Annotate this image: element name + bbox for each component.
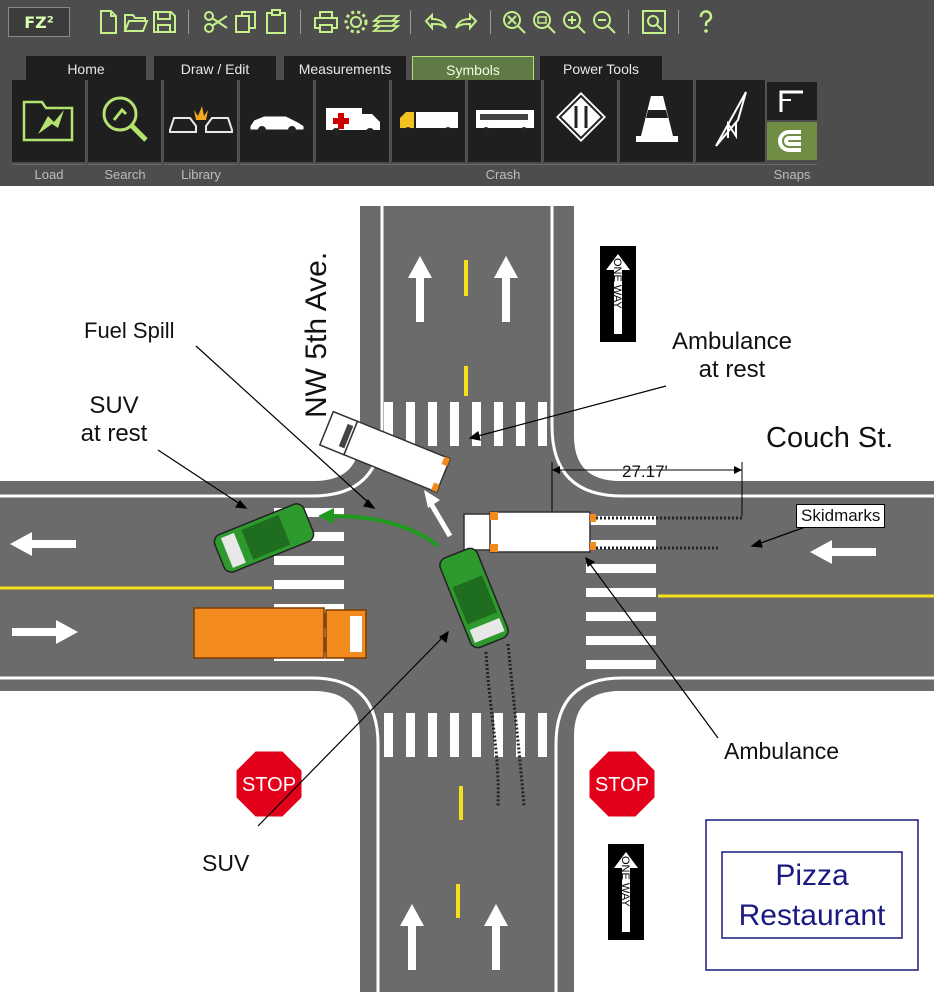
redo-icon[interactable] xyxy=(452,8,480,36)
stop-sign-left: STOP xyxy=(233,748,305,820)
group-label-search: Search xyxy=(88,164,162,185)
settings-icon[interactable] xyxy=(342,8,370,36)
cut-icon[interactable] xyxy=(202,8,230,36)
load-folder-icon[interactable] xyxy=(12,80,86,162)
box-truck[interactable] xyxy=(193,607,367,659)
suv-at-rest[interactable] xyxy=(212,501,316,574)
callout-suv[interactable]: SUV xyxy=(202,850,250,876)
help-icon[interactable] xyxy=(692,8,720,36)
suv[interactable] xyxy=(437,546,510,650)
zoom-in-icon[interactable] xyxy=(560,8,588,36)
callout-line: SUV xyxy=(89,392,139,419)
callout-ambulance-at-rest[interactable]: Ambulance at rest xyxy=(664,328,800,384)
business-label: Pizza Restaurant xyxy=(722,856,902,936)
toolbar-separator xyxy=(490,10,491,34)
one-way-text: ONE WAY xyxy=(619,856,631,907)
group-label-load: Load xyxy=(12,164,86,185)
zoom-fit-icon[interactable] xyxy=(500,8,528,36)
callout-skidmarks[interactable]: Skidmarks xyxy=(796,504,886,528)
callout-ambulance[interactable]: Ambulance xyxy=(724,738,840,764)
north-arrow-icon[interactable] xyxy=(696,80,766,162)
tab-measurements[interactable]: Measurements xyxy=(284,56,406,80)
ambulance-at-rest[interactable] xyxy=(318,410,452,494)
toolbar-separator xyxy=(410,10,411,34)
street-label-nw-5th-ave: NW 5th Ave. xyxy=(300,251,333,418)
group-label-snaps: Snaps xyxy=(767,164,817,185)
tab-home[interactable]: Home xyxy=(26,56,146,80)
zoom-window-icon[interactable] xyxy=(530,8,558,36)
group-label-crash: Crash xyxy=(240,164,766,185)
one-way-sign-top: ONE WAY xyxy=(600,246,636,342)
zoom-out-icon[interactable] xyxy=(590,8,618,36)
callout-suv-at-rest[interactable]: SUV at rest xyxy=(72,392,156,448)
ambulance-path-arrowhead xyxy=(424,490,440,508)
drawing-canvas[interactable]: STOP STOP ONE WAY ONE WAY xyxy=(0,186,934,992)
road-sign-icon[interactable] xyxy=(544,80,618,162)
tab-power-tools[interactable]: Power Tools xyxy=(540,56,662,80)
tab-draw-edit[interactable]: Draw / Edit xyxy=(154,56,276,80)
new-file-icon[interactable] xyxy=(94,8,122,36)
snap-corner-icon[interactable] xyxy=(767,82,817,120)
paste-icon[interactable] xyxy=(262,8,290,36)
toolbar: FZ² xyxy=(0,0,934,186)
callout-leaders xyxy=(157,345,809,827)
ambulance-path-arrow xyxy=(427,500,453,538)
group-label-library: Library xyxy=(164,164,238,185)
one-way-sign-bottom: ONE WAY xyxy=(608,844,644,940)
stop-sign-text: STOP xyxy=(595,774,649,796)
sedan-icon[interactable] xyxy=(240,80,314,162)
one-way-text: ONE WAY xyxy=(611,258,623,309)
toolbar-separator xyxy=(628,10,629,34)
open-folder-icon[interactable] xyxy=(122,8,150,36)
toolbar-separator xyxy=(678,10,679,34)
traffic-cone-icon[interactable] xyxy=(620,80,694,162)
ambulance-icon[interactable] xyxy=(316,80,390,162)
measurement-line[interactable] xyxy=(551,462,743,516)
pizza-restaurant xyxy=(705,819,919,971)
zoom-selection-icon[interactable] xyxy=(640,8,668,36)
bus-icon[interactable] xyxy=(468,80,542,162)
suv-path-arrow xyxy=(318,508,440,548)
business-line: Pizza xyxy=(775,859,849,892)
measurement-value: 27.17' xyxy=(622,462,668,481)
crash-library-icon[interactable] xyxy=(164,80,238,162)
undo-icon[interactable] xyxy=(422,8,450,36)
tab-symbols[interactable]: Symbols xyxy=(412,56,534,80)
callout-line: Ambulance xyxy=(671,328,793,355)
symbols-ribbon: Load Search Library Crash Snaps xyxy=(12,80,818,186)
street-label-couch-st: Couch St. xyxy=(766,422,894,454)
business-line: Restaurant xyxy=(738,899,886,932)
app-logo[interactable]: FZ² xyxy=(8,7,70,37)
callout-line: at rest xyxy=(80,420,148,447)
stop-sign-text: STOP xyxy=(242,774,296,796)
layers-icon[interactable] xyxy=(371,8,401,36)
skidmarks[interactable] xyxy=(484,516,744,807)
ambulance[interactable] xyxy=(463,511,596,553)
search-symbols-icon[interactable] xyxy=(88,80,162,162)
snap-magnet-icon[interactable] xyxy=(767,122,817,160)
toolbar-separator xyxy=(188,10,189,34)
flatbed-truck-icon[interactable] xyxy=(392,80,466,162)
callout-fuel-spill[interactable]: Fuel Spill xyxy=(84,318,175,343)
callout-line: at rest xyxy=(698,356,766,383)
stop-sign-right: STOP xyxy=(586,748,658,820)
toolbar-separator xyxy=(300,10,301,34)
copy-icon[interactable] xyxy=(232,8,260,36)
print-icon[interactable] xyxy=(312,8,340,36)
save-icon[interactable] xyxy=(150,8,178,36)
